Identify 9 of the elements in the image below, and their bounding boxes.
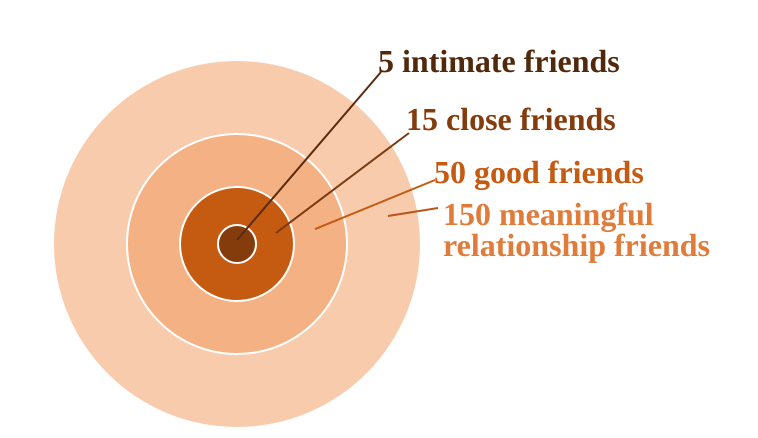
leader-line [314,179,436,230]
ring-label: 150 meaningful relationship friends [443,199,743,261]
leader-line [388,207,438,217]
ring-label: 50 good friends [434,157,644,188]
leader-line [236,71,382,241]
ring-label: 15 close friends [406,104,616,135]
center-circle [216,224,257,264]
leader-line [275,132,410,234]
ring-label: 5 intimate friends [378,46,620,77]
